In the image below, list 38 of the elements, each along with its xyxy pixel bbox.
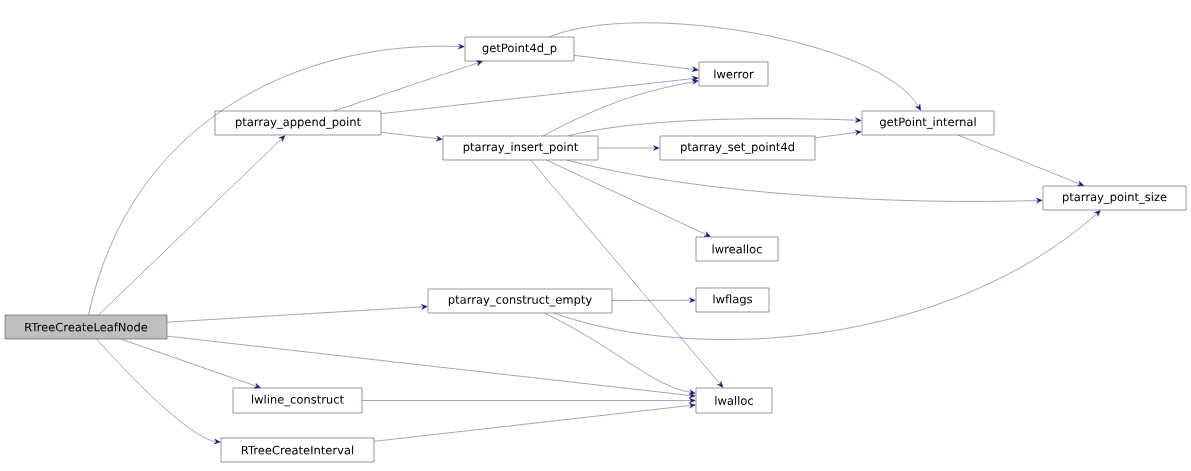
arrow	[543, 79, 699, 136]
arrow	[381, 132, 443, 142]
arrow	[167, 304, 428, 323]
arrow	[549, 22, 921, 111]
function-box: ptarray_construct_empty	[427, 288, 613, 314]
arrow	[167, 335, 696, 399]
arrow	[566, 160, 1043, 204]
arrow	[546, 160, 711, 237]
function-box: ptarray_set_point4d	[659, 135, 816, 161]
arrow	[88, 43, 465, 315]
function-box: getPoint_internal	[861, 110, 995, 136]
function-box: lwline_construct	[232, 387, 363, 414]
function-box: lwerror	[698, 61, 769, 87]
arrow	[120, 339, 261, 389]
function-box: ptarray_insert_point	[442, 135, 599, 161]
arrow	[362, 397, 696, 404]
arrow	[568, 117, 862, 136]
arrow	[544, 313, 696, 395]
function-box: RTreeCreateLeafNode	[4, 314, 168, 340]
arrow	[958, 135, 1084, 186]
function-box: lwrealloc	[695, 236, 779, 262]
arrow	[815, 129, 862, 138]
arrow	[598, 145, 660, 151]
arrow	[381, 75, 699, 114]
arrow	[574, 55, 699, 72]
function-box: getPoint4d_p	[464, 36, 575, 62]
arrow	[554, 210, 1101, 340]
arrow	[334, 60, 483, 111]
function-box: lwflags	[695, 287, 770, 313]
function-box: ptarray_point_size	[1042, 185, 1187, 211]
arrow	[612, 297, 696, 303]
function-box: ptarray_append_point	[214, 110, 382, 136]
arrow	[96, 339, 221, 445]
arrow	[98, 135, 286, 315]
function-box: lwalloc	[695, 387, 773, 414]
arrow	[530, 160, 724, 388]
function-box: RTreeCreateInterval	[220, 437, 375, 463]
arrow	[374, 402, 696, 442]
